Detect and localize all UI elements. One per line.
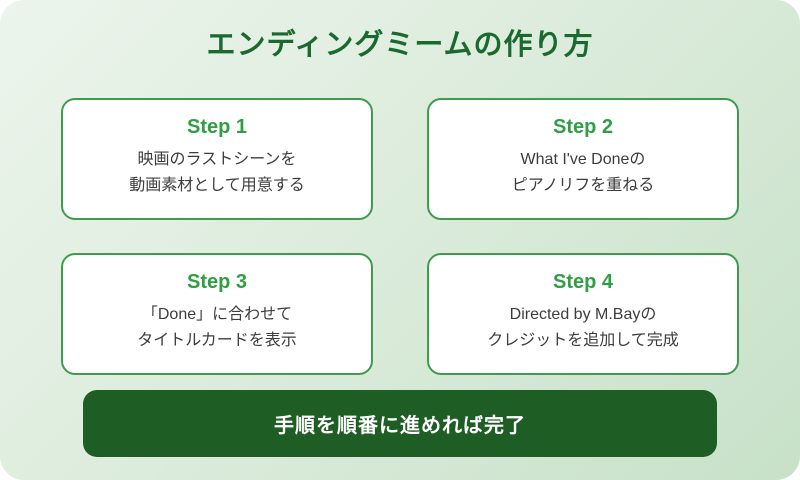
- steps-grid: Step 1 映画のラストシーンを 動画素材として用意する Step 2 Wha…: [61, 98, 739, 375]
- step-card-1: Step 1 映画のラストシーンを 動画素材として用意する: [61, 98, 373, 220]
- step-2-label: Step 2: [552, 116, 614, 138]
- step-1-text-line-2: 動画素材として用意する: [129, 177, 305, 194]
- step-1-text-line-1: 映画のラストシーンを: [137, 151, 297, 168]
- step-4-label: Step 4: [552, 271, 614, 293]
- step-3-text-line-2: タイトルカードを表示: [137, 332, 297, 349]
- step-3-label: Step 3: [186, 271, 248, 293]
- step-card-2: Step 2 What I've Doneの ピアノリフを重ねる: [427, 98, 739, 220]
- step-card-3: Step 3 「Done」に合わせて タイトルカードを表示: [61, 253, 373, 375]
- footer-banner: 手順を順番に進めれば完了: [83, 390, 717, 457]
- step-2-text-line-2: ピアノリフを重ねる: [511, 177, 655, 194]
- step-2-text-line-1: What I've Doneの: [520, 151, 646, 168]
- step-3-text-line-1: 「Done」に合わせて: [141, 306, 293, 323]
- step-card-4: Step 4 Directed by M.Bayの クレジットを追加して完成: [427, 253, 739, 375]
- step-4-text-line-1: Directed by M.Bayの: [509, 306, 657, 323]
- footer-banner-label: 手順を順番に進めれば完了: [274, 415, 526, 437]
- step-4-text-line-2: クレジットを追加して完成: [487, 332, 679, 349]
- step-1-label: Step 1: [186, 116, 248, 138]
- page-title: エンディングミームの作り方: [206, 29, 594, 61]
